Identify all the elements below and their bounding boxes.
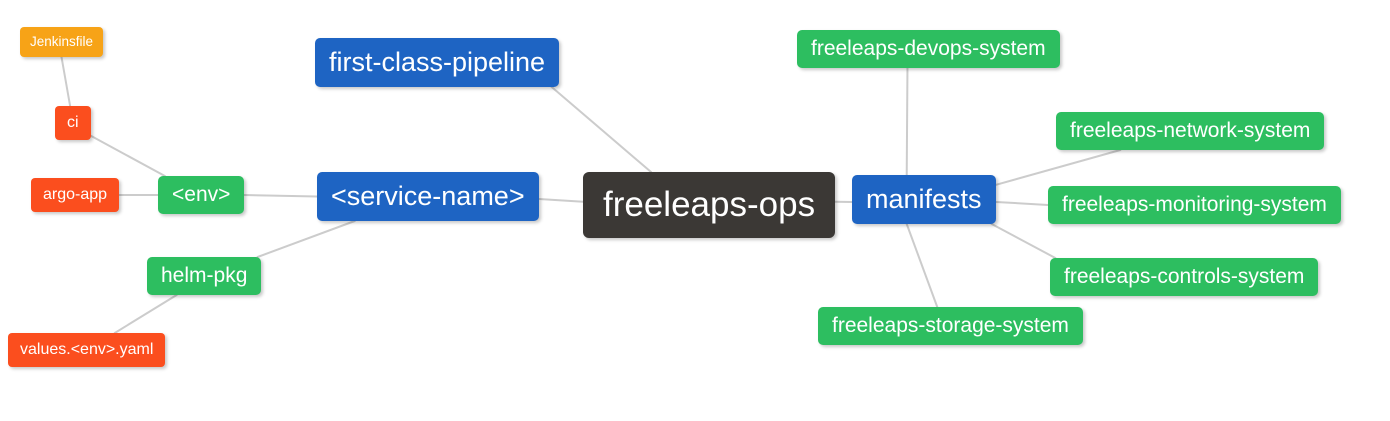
edge-jenkinsfile-to-ci bbox=[60, 56, 72, 107]
node-argo-app[interactable]: argo-app bbox=[31, 178, 120, 213]
edge-service-name-to-helm-pkg bbox=[256, 220, 356, 258]
edge-service-name-to-root bbox=[538, 197, 584, 203]
edge-manifests-to-controls-system bbox=[990, 223, 1057, 259]
node-manifests[interactable]: manifests bbox=[852, 175, 996, 225]
edge-manifests-to-monitoring-system bbox=[995, 200, 1049, 206]
node-controls-system[interactable]: freeleaps-controls-system bbox=[1050, 258, 1319, 297]
edge-helm-pkg-to-values-env-yaml bbox=[113, 294, 178, 334]
node-first-class-pipeline[interactable]: first-class-pipeline bbox=[315, 38, 560, 88]
node-helm-pkg[interactable]: helm-pkg bbox=[147, 257, 262, 296]
node-service-name[interactable]: <service-name> bbox=[317, 172, 539, 222]
node-values-env-yaml[interactable]: values.<env>.yaml bbox=[8, 333, 166, 368]
node-network-system[interactable]: freeleaps-network-system bbox=[1056, 112, 1325, 151]
node-ci[interactable]: ci bbox=[55, 106, 91, 141]
node-devops-system[interactable]: freeleaps-devops-system bbox=[797, 30, 1060, 69]
edge-manifests-to-network-system bbox=[995, 149, 1122, 186]
node-env[interactable]: <env> bbox=[158, 176, 245, 215]
node-root[interactable]: freeleaps-ops bbox=[583, 172, 836, 239]
edge-manifests-to-storage-system bbox=[905, 223, 939, 308]
edge-ci-to-env bbox=[90, 134, 166, 177]
node-storage-system[interactable]: freeleaps-storage-system bbox=[818, 307, 1083, 346]
edge-first-class-pipeline-to-root bbox=[550, 86, 653, 173]
node-monitoring-system[interactable]: freeleaps-monitoring-system bbox=[1048, 186, 1341, 225]
edge-manifests-to-devops-system bbox=[905, 67, 909, 176]
node-jenkinsfile[interactable]: Jenkinsfile bbox=[20, 27, 104, 57]
edge-env-to-service-name bbox=[243, 194, 318, 198]
